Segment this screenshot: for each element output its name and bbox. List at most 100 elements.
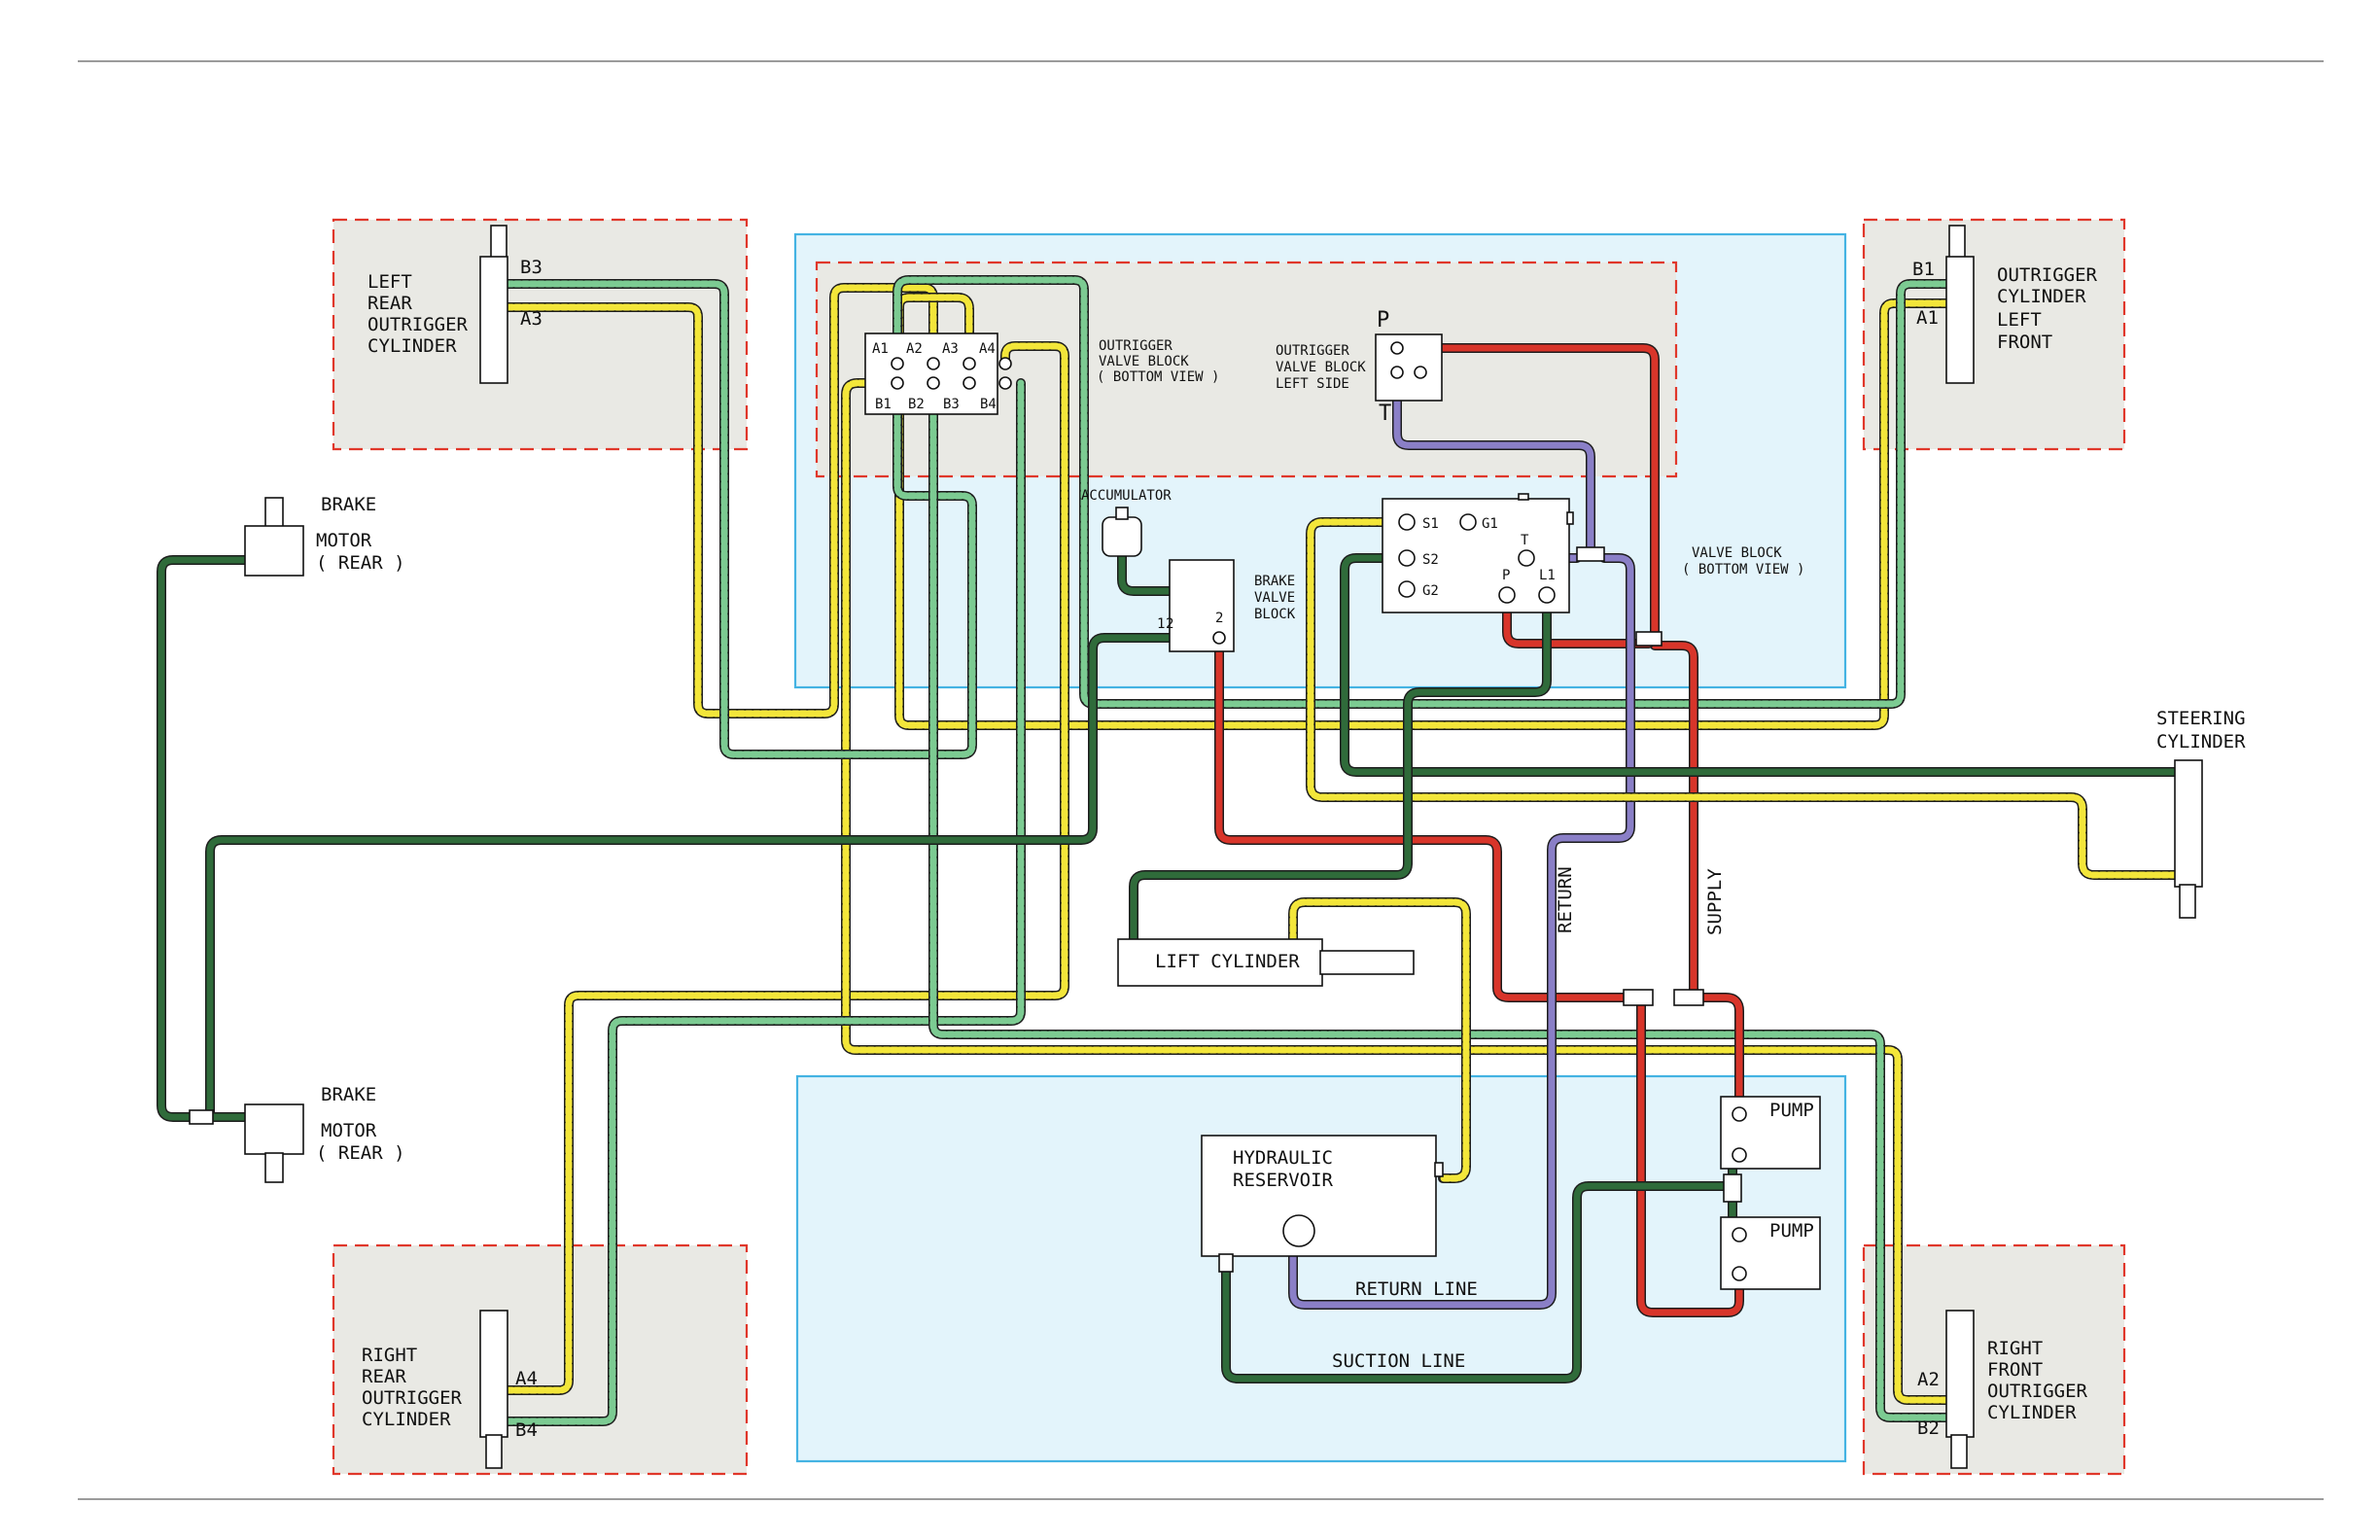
- lift-cylinder-label: LIFT CYLINDER: [1155, 951, 1300, 972]
- ovb-left-side-label-1: OUTRIGGER: [1276, 343, 1349, 359]
- tee-fitting-return: [1576, 546, 1605, 562]
- brake-motor-bottom-label-3: ( REAR ): [316, 1142, 405, 1164]
- tee-fittings: [189, 546, 1742, 1203]
- brake-motor-bottom-label-2: MOTOR: [321, 1120, 377, 1141]
- valve-port-s1: S1: [1422, 516, 1439, 532]
- line-suction: [1222, 1151, 1736, 1382]
- pump-bottom: [1720, 1216, 1821, 1290]
- line-return-ovb: [1393, 368, 1594, 551]
- valve-port-g1: G1: [1482, 516, 1498, 532]
- line-lift: [1289, 898, 1470, 1182]
- main-valve-block: [1382, 493, 1574, 613]
- ovb-port-b4: B4: [980, 397, 997, 412]
- brake-motor-top: [244, 497, 304, 577]
- line-pressure-valve-p: [1503, 591, 1653, 648]
- brake-motor-bottom-label-1: BRAKE: [321, 1084, 376, 1105]
- valve-port-p: P: [1502, 568, 1510, 583]
- ovb-left-port-p: P: [1377, 308, 1389, 332]
- tee-fitting-supply: [1635, 631, 1662, 647]
- return-line-label: RETURN LINE: [1355, 1278, 1478, 1300]
- pump-top: [1720, 1096, 1821, 1170]
- tee-fitting-brake: [189, 1109, 214, 1125]
- line-a2-right-front: [842, 379, 1950, 1404]
- ovb-port-b2: B2: [908, 397, 925, 412]
- outrigger-valve-block-left-side: [1375, 333, 1443, 402]
- ovb-port-b3: B3: [943, 397, 960, 412]
- left-front-cyl-label-2: CYLINDER: [1997, 286, 2086, 307]
- line-brake-motor: [206, 634, 1173, 1121]
- reservoir-label-1: HYDRAULIC: [1233, 1147, 1333, 1169]
- line-accumulator: [1118, 552, 1173, 595]
- ovb-left-port-t: T: [1379, 402, 1391, 426]
- ovb-left-side-label-2: VALVE BLOCK: [1276, 360, 1366, 375]
- left-front-outrigger-cylinder: [1945, 225, 1975, 384]
- right-front-outrigger-cylinder: [1945, 1310, 1975, 1469]
- right-rear-cyl-label-2: REAR: [362, 1366, 406, 1387]
- right-front-cyl-label-1: RIGHT: [1987, 1338, 2043, 1359]
- brake-valve-block: [1169, 559, 1235, 652]
- left-rear-outrigger-zone: [332, 218, 749, 451]
- line-a3-left-rear: [504, 284, 937, 718]
- left-rear-cyl-label-1: LEFT: [368, 271, 412, 293]
- line-brake-motor-top: [158, 556, 249, 1121]
- left-rear-outrigger-cylinder: [479, 225, 508, 384]
- brake-motor-top-label-2: MOTOR: [316, 530, 372, 551]
- line-pressure-ovb: [1393, 344, 1659, 642]
- right-front-port-b2: B2: [1917, 1418, 1940, 1439]
- left-rear-port-a3: A3: [520, 308, 542, 330]
- steering-cylinder: [2174, 759, 2203, 919]
- line-steering-s1: [1307, 518, 2179, 879]
- line-lift-l1: [1130, 591, 1551, 943]
- right-rear-cyl-label-3: OUTRIGGER: [362, 1387, 463, 1409]
- tee-fitting-pump-a: [1623, 989, 1654, 1006]
- brake-valve-label-1: BRAKE: [1254, 574, 1295, 589]
- right-rear-outrigger-cylinder: [479, 1310, 508, 1469]
- tee-fitting-pump-b: [1673, 989, 1704, 1006]
- valve-block-bottom-view-label-2: ( BOTTOM VIEW ): [1682, 562, 1804, 578]
- steering-cylinder-label-2: CYLINDER: [2156, 731, 2246, 752]
- left-front-cyl-label-3: LEFT: [1997, 309, 2042, 331]
- outrigger-valve-block-bottom-view: [864, 332, 1012, 415]
- brake-valve-label-2: VALVE: [1254, 590, 1295, 606]
- brake-valve-label-3: BLOCK: [1254, 607, 1296, 622]
- line-b4-right-rear: [504, 379, 1025, 1425]
- brake-motor-bottom: [244, 1103, 304, 1183]
- line-pressure-pump-top: [1699, 994, 1743, 1118]
- pump-reservoir-zone: [795, 1074, 1847, 1463]
- tee-fitting-suction: [1723, 1173, 1742, 1203]
- right-front-port-a2: A2: [1917, 1369, 1940, 1390]
- left-front-port-a1: A1: [1916, 307, 1939, 329]
- right-front-cyl-label-3: OUTRIGGER: [1987, 1381, 2088, 1402]
- ovb-port-b1: B1: [875, 397, 892, 412]
- brake-valve-port-2b: 2: [1215, 611, 1223, 626]
- right-front-outrigger-zone: [1862, 1243, 2126, 1476]
- line-pressure-supply-outline: [1650, 641, 1698, 1002]
- ovb-left-side-label-3: LEFT SIDE: [1276, 376, 1349, 392]
- right-rear-cyl-label-4: CYLINDER: [362, 1409, 451, 1430]
- left-rear-port-b3: B3: [520, 257, 542, 278]
- line-b1-left-front: [893, 276, 1950, 708]
- line-pressure-pump-bottom: [1637, 1001, 1743, 1316]
- left-rear-cyl-label-4: CYLINDER: [368, 335, 457, 357]
- right-rear-cyl-label-1: RIGHT: [362, 1345, 417, 1366]
- valve-port-l1: L1: [1539, 568, 1556, 583]
- brake-valve-port-1: 1: [1157, 616, 1165, 632]
- ovb-bottom-view-label-1: OUTRIGGER: [1099, 338, 1172, 354]
- ovb-port-a3: A3: [942, 341, 959, 357]
- pump-bottom-label: PUMP: [1769, 1220, 1814, 1242]
- left-front-cyl-label-4: FRONT: [1997, 332, 2052, 353]
- line-b2-right-front: [929, 379, 1950, 1421]
- left-rear-cyl-label-2: REAR: [368, 293, 412, 314]
- line-return-main: [1289, 554, 1634, 1309]
- pump-top-label: PUMP: [1769, 1100, 1814, 1121]
- valve-block-bottom-view-label-1: VALVE BLOCK: [1692, 545, 1782, 561]
- line-a1-left-front: [895, 294, 1950, 729]
- left-rear-cyl-label-3: OUTRIGGER: [368, 314, 469, 335]
- right-rear-outrigger-zone: [332, 1243, 749, 1476]
- ovb-bottom-view-label-3: ( BOTTOM VIEW ): [1097, 369, 1219, 385]
- right-front-cyl-label-4: CYLINDER: [1987, 1402, 2077, 1423]
- line-steering-s2: [1341, 554, 2179, 776]
- brake-valve-port-2a: 2: [1166, 616, 1173, 632]
- ovb-bottom-view-label-2: VALVE BLOCK: [1099, 354, 1189, 369]
